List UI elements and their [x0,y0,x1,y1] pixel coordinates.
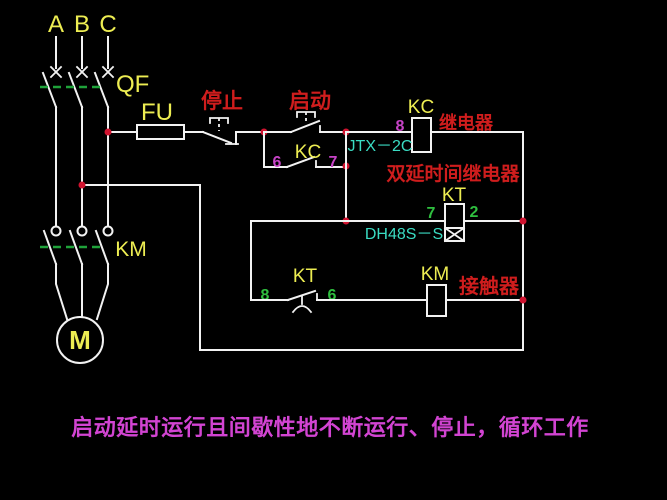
start-button-label: 启动 [289,89,331,113]
kc-coil-body [411,117,432,153]
relay-name-label: 继电器 [439,112,494,133]
km-main-label: KM [115,238,147,261]
km-main-blade-c [94,229,110,266]
kc-coil-label: KC [408,97,434,118]
motor-label: M [69,325,91,355]
motor-lead-a [55,263,69,321]
km-coil-body [426,284,447,317]
kt-coil-symbol: KT 7 2 DH48S－S [250,185,524,243]
timer-model-label: DH48S－S [365,226,443,243]
kt-contact-terminal-6: 6 [328,287,337,304]
kc-terminal-7: 7 [329,154,338,171]
kt-coil-label: KT [442,185,467,206]
km-coil-symbol: KM 接触器 [421,264,524,317]
breaker-contact-x-b [75,65,89,79]
relay-model-label: JTX－2C [348,138,413,155]
km-main-terminal-a [50,225,62,237]
junction-dot-phase-c [104,128,112,136]
km-coil-label: KM [421,264,450,285]
kc-terminal-8: 8 [396,118,405,135]
kc-terminal-6: 6 [273,154,282,171]
kc-aux-contact: KC 6 7 [263,131,347,171]
start-contact-blade [289,119,321,134]
km-main-terminal-b [76,225,88,237]
breaker-contact-x-a [49,65,63,79]
breaker-blade-b [67,71,84,109]
stop-button-label: 停止 [201,89,243,113]
kt-contact-label: KT [293,266,318,287]
km-main-blade-a [42,229,58,266]
fuse-fu-symbol: FU [136,99,204,140]
fuse-label: FU [141,99,173,126]
kc-contact-blade [285,155,316,169]
fuse-body [136,124,185,140]
caption-text: 启动延时运行且间歇性地不断运行、停止，循环工作 [71,415,589,440]
km-main-contacts: KM [40,225,147,266]
kt-delay-element-cross [443,226,466,243]
kc-coil-symbol: KC 8 继电器 JTX－2C [345,97,524,155]
breaker-label: QF [116,71,149,98]
motor-symbol: M [56,316,104,364]
motor-lead-c [95,263,109,321]
return-wire [81,184,524,351]
kt-terminal-2: 2 [470,204,479,221]
start-button-symbol: 启动 [263,89,347,134]
kc-contact-left-wire [263,131,288,168]
km-main-terminal-c [102,225,114,237]
phase-c-label: C [99,11,116,38]
phase-a-label: A [48,11,64,38]
km-main-blade-b [68,229,84,266]
kt-contact-terminal-8: 8 [261,287,270,304]
kt-delay-contact: KT 8 6 [250,266,428,314]
motor-circle [56,316,104,364]
phase-b-label: B [74,11,90,38]
timer-title-label: 双延时间继电器 [386,162,520,185]
junction-dot-rail-kt [519,217,527,225]
junction-dot-rail-km [519,296,527,304]
kc-contact-label: KC [295,142,321,163]
stop-right-terminal-wire [235,131,265,145]
breaker-qf-symbol: QF [40,65,149,109]
kt-coil-body [444,203,465,229]
junction-dot-phase-b [78,181,86,189]
breaker-contact-x-c [101,65,115,79]
kt-terminal-7: 7 [427,205,436,222]
phase-lines: A B C [48,11,117,69]
kt-delay-arc [291,305,313,314]
stop-button-symbol: 停止 [201,89,265,145]
breaker-blade-a [41,71,58,109]
breaker-blade-c [93,71,110,109]
stop-contact-blade [201,130,233,145]
contactor-name-label: 接触器 [459,274,520,298]
